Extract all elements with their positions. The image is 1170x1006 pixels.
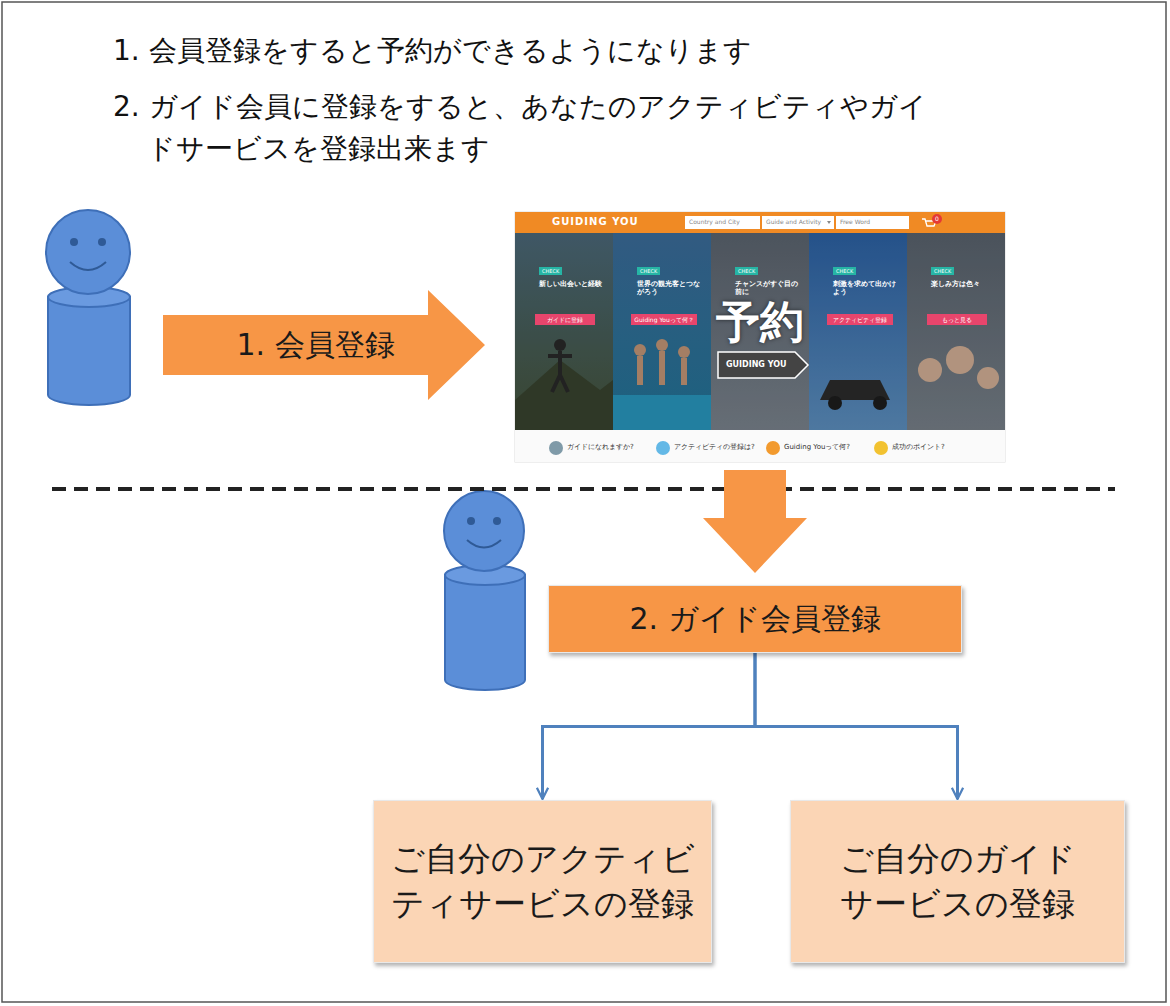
feature-link: 成功のポイント? bbox=[892, 443, 945, 451]
search-field: Country and City bbox=[689, 218, 740, 225]
website-screenshot bbox=[515, 212, 1005, 462]
search-field: Free Word bbox=[840, 218, 870, 225]
flow-arrow bbox=[703, 470, 807, 573]
panel-headline: 刺激を求めて出かけよう bbox=[833, 280, 897, 297]
step-arrow: 1. 会員登録 bbox=[163, 290, 485, 400]
check-tag: CHECK bbox=[539, 267, 562, 275]
arrow-label-area: 1. 会員登録 bbox=[173, 315, 458, 375]
note-text: 1. 会員登録をすると予約ができるようになります bbox=[113, 30, 752, 72]
screenshot-node: 予約 bbox=[515, 212, 1005, 462]
node-text: 2. ガイド会員登録 bbox=[629, 599, 880, 640]
feature-link: ガイドになれますか? bbox=[567, 443, 634, 451]
panel-headline: 世界の観光客とつながろう bbox=[637, 280, 701, 297]
sign-text: GUIDING YOU bbox=[726, 360, 787, 370]
search-field: Guide and Activity bbox=[766, 218, 821, 225]
feature-link: アクティビティの登録は? bbox=[674, 443, 755, 451]
panel-button: Guiding Youって何？ bbox=[631, 314, 697, 325]
person-icon bbox=[444, 491, 525, 690]
feature-link: Guiding Youって何? bbox=[784, 443, 850, 451]
dashed-divider bbox=[52, 487, 1115, 491]
arrow-body bbox=[163, 290, 485, 400]
check-tag: CHECK bbox=[637, 267, 660, 275]
check-tag: CHECK bbox=[833, 267, 856, 275]
panel-headline: チャンスがすぐ目の前に bbox=[735, 280, 799, 297]
panel-button: ガイドに登録 bbox=[535, 314, 595, 325]
branch-connector bbox=[543, 653, 756, 799]
service-box: ご自分のガイドサービスの登録 bbox=[790, 800, 1125, 963]
check-tag: CHECK bbox=[735, 267, 758, 275]
note-text: 2. ガイド会員に登録をすると、あなたのアクティビティやガイドサービスを登録出来… bbox=[113, 86, 942, 170]
panel-headline: 楽しみ方は色々 bbox=[931, 280, 995, 288]
node-text: 予約 bbox=[716, 300, 804, 344]
node-text: ご自分のガイドサービスの登録 bbox=[834, 837, 1082, 926]
panel-button: アクティビティ登録 bbox=[827, 314, 893, 325]
check-tag: CHECK bbox=[931, 267, 954, 275]
service-box: ご自分のアクティビティサービスの登録 bbox=[373, 800, 712, 963]
panel-headline: 新しい出会いと経験 bbox=[539, 280, 603, 288]
node-text: ご自分のアクティビティサービスの登録 bbox=[388, 837, 697, 926]
process-box: 2. ガイド会員登録 bbox=[548, 585, 962, 653]
site-logo: GUIDING YOU bbox=[552, 216, 639, 228]
person-icon bbox=[46, 210, 130, 405]
cart-badge: 0 bbox=[933, 215, 941, 222]
panel-button: もっと見る bbox=[927, 314, 987, 325]
branch-connector bbox=[755, 653, 958, 799]
node-text: 1. 会員登録 bbox=[236, 325, 394, 366]
